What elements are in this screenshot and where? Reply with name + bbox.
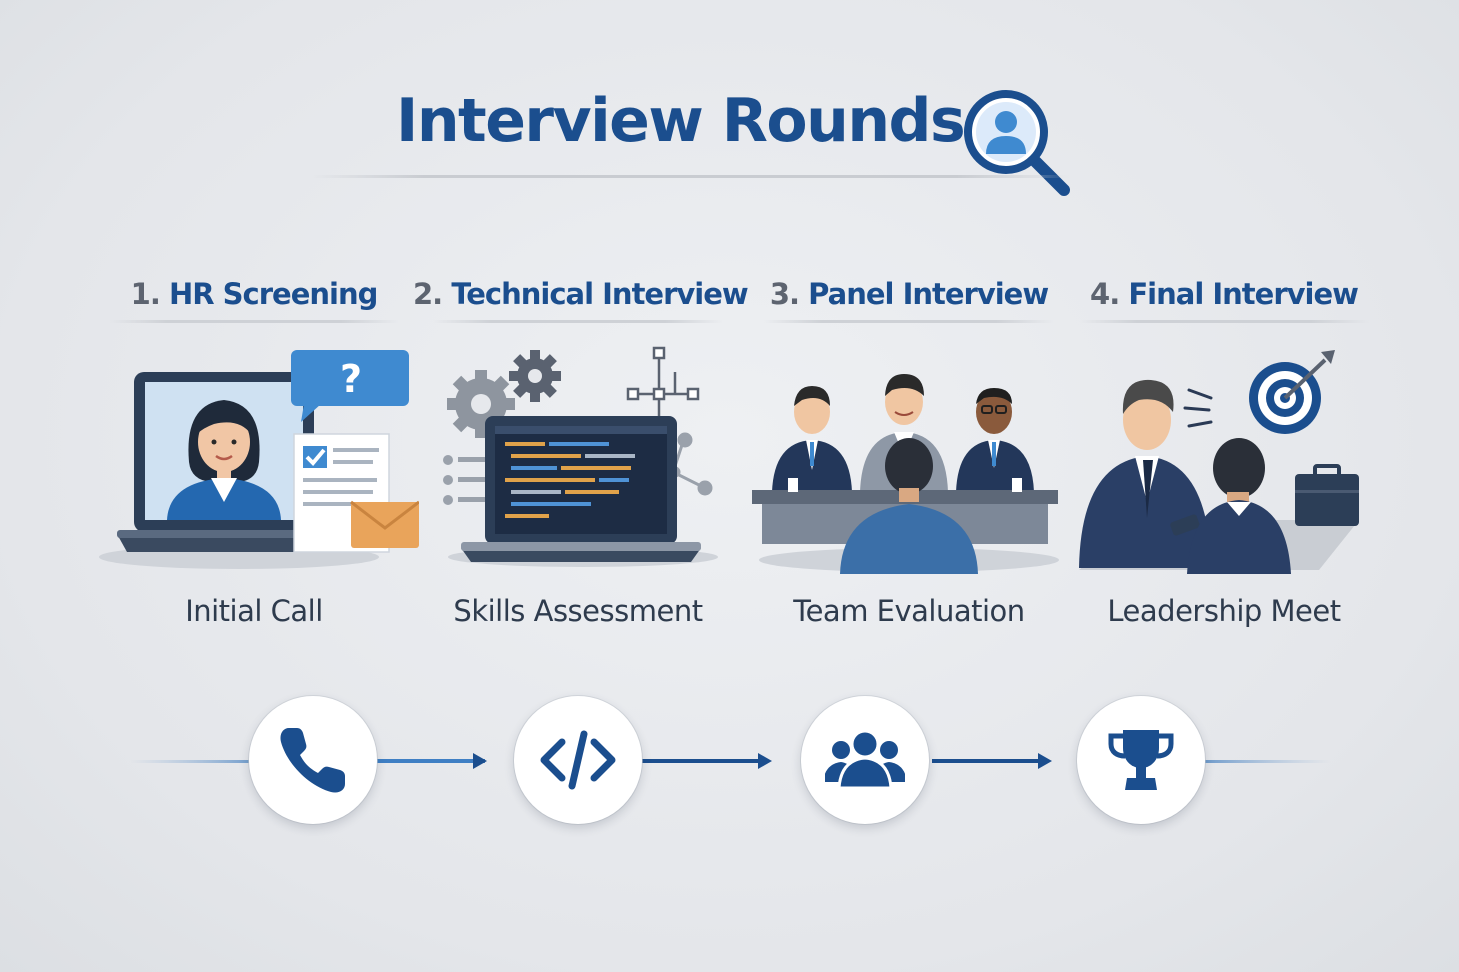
stage-number: 1.: [130, 277, 161, 311]
stage-heading: 4. Final Interview: [1059, 272, 1389, 316]
stage-heading: 2. Technical Interview: [413, 272, 749, 316]
header: Interview Rounds: [0, 78, 1459, 196]
stage-name: Technical Interview: [451, 277, 748, 311]
stage-hr-screening: 1. HR Screening ?: [89, 272, 420, 628]
stage-caption: Team Evaluation: [793, 594, 1025, 628]
process-flow: [0, 690, 1459, 830]
stage-divider: [764, 320, 1054, 323]
stage-final-interview: 4. Final Interview: [1059, 272, 1389, 628]
phone-icon: [249, 696, 377, 824]
panel-table-illustration: [744, 342, 1074, 582]
stage-number: 4.: [1090, 277, 1120, 311]
stage-heading: 1. HR Screening: [89, 272, 419, 316]
stage-technical-interview: 2. Technical Interview: [413, 272, 749, 628]
stage-number: 2.: [413, 277, 443, 311]
magnifier-person-icon: [962, 88, 1074, 204]
stage-name: HR Screening: [168, 277, 378, 311]
video-call-recruiter-illustration: ?: [89, 342, 420, 582]
stage-divider: [1079, 320, 1369, 323]
stage-caption: Skills Assessment: [453, 594, 703, 628]
flow-connector: [130, 753, 1330, 769]
stage-name: Final Interview: [1128, 277, 1359, 311]
svg-text:?: ?: [340, 357, 362, 401]
title-divider: [310, 175, 1070, 178]
stage-panel-interview: 3. Panel Interview: [744, 272, 1074, 628]
stage-number: 3.: [769, 277, 800, 311]
stage-divider: [109, 320, 399, 323]
stage-name: Panel Interview: [808, 277, 1049, 311]
page-title: Interview Rounds: [396, 86, 966, 156]
team-icon: [801, 696, 929, 824]
trophy-icon: [1077, 696, 1205, 824]
laptop-code-gears-illustration: [413, 342, 743, 582]
stage-divider: [433, 320, 723, 323]
stage-caption: Initial Call: [185, 594, 323, 628]
stage-heading: 3. Panel Interview: [744, 272, 1074, 316]
stage-caption: Leadership Meet: [1107, 594, 1341, 628]
code-icon: [514, 696, 642, 824]
executive-target-illustration: [1059, 342, 1389, 582]
